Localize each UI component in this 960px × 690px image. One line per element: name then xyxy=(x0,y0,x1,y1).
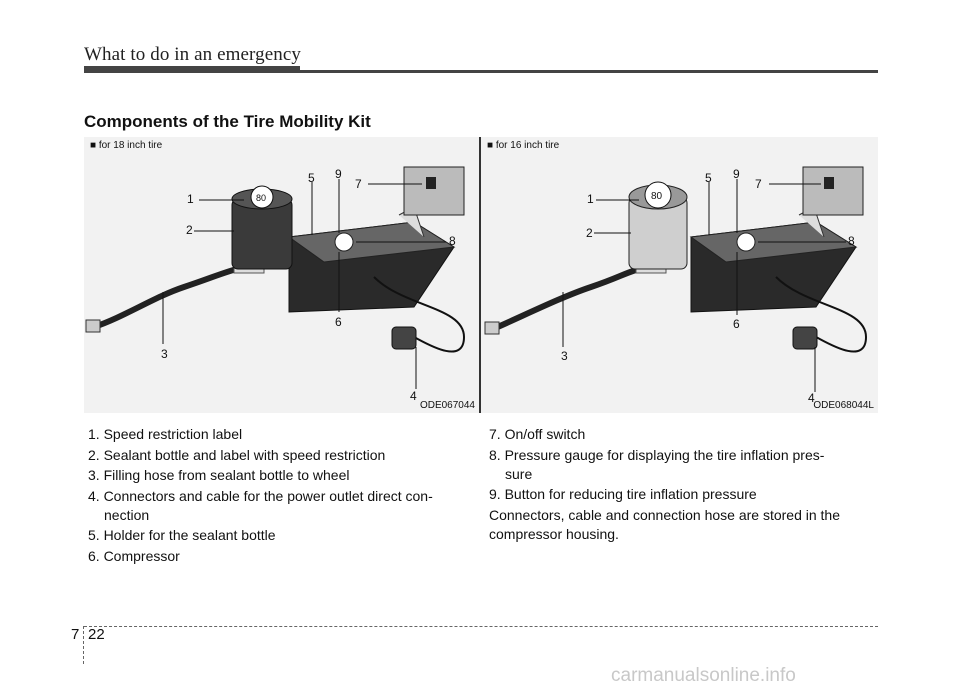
callout-5: 5 xyxy=(308,171,315,185)
callout-9: 9 xyxy=(335,167,342,181)
callout-4: 4 xyxy=(808,391,815,405)
list-item: 1. Speed restriction label xyxy=(88,425,473,444)
power-plug xyxy=(391,326,417,350)
section-title: What to do in an emergency xyxy=(84,44,301,65)
item-continuation: sure xyxy=(505,465,533,482)
components-list-left: 1. Speed restriction label 2. Sealant bo… xyxy=(88,425,473,567)
callout-6: 6 xyxy=(335,315,342,329)
callout-7: 7 xyxy=(755,177,762,191)
callout-8: 8 xyxy=(848,234,855,248)
callout-8: 8 xyxy=(449,234,456,248)
footer-rule xyxy=(84,626,878,627)
figure-tag: ■ for 16 inch tire xyxy=(487,140,560,151)
components-list-right: 7. On/off switch 8. Pressure gauge for d… xyxy=(489,425,879,545)
figure-18-inch: ■ for 18 inch tire ODE067044 80 1 xyxy=(84,137,479,413)
callout-5: 5 xyxy=(705,171,712,185)
components-heading: Components of the Tire Mobility Kit xyxy=(84,112,371,131)
callout-2: 2 xyxy=(586,226,593,240)
item-text: 7. On/off switch xyxy=(489,426,586,442)
item-text: 9. Button for reducing tire inflation pr… xyxy=(489,486,757,502)
filling-hose xyxy=(93,264,245,330)
item-text: 6. Compressor xyxy=(88,547,180,564)
item-text: Connectors, cable and connection hose ar… xyxy=(489,506,841,542)
callout-2: 2 xyxy=(186,223,193,237)
figure-divider xyxy=(479,137,481,413)
hose-fitting xyxy=(484,321,500,335)
item-text: 4. Connectors and cable for the power ou… xyxy=(88,487,433,504)
list-item: 9. Button for reducing tire inflation pr… xyxy=(489,485,879,504)
list-item: 5. Holder for the sealant bottle xyxy=(88,526,473,545)
header-tab xyxy=(84,66,300,73)
filling-hose xyxy=(491,264,647,332)
item-text: 2. Sealant bottle and label with speed r… xyxy=(88,446,386,463)
chapter-number: 7 xyxy=(71,626,80,643)
figure-code: ODE067044 xyxy=(419,400,475,411)
callout-1: 1 xyxy=(187,192,194,206)
list-item: 6. Compressor xyxy=(88,547,473,566)
list-item: 7. On/off switch xyxy=(489,425,879,444)
page-number: 22 xyxy=(88,626,105,643)
item-continuation: nection xyxy=(104,506,150,523)
figure-16-inch: ■ for 16 inch tire ODE068044L 80 1 2 3 4… xyxy=(481,137,878,413)
page-divider xyxy=(83,626,84,664)
kit-illustration: 80 xyxy=(85,166,466,389)
speed-dial-text: 80 xyxy=(256,193,266,203)
power-cable xyxy=(373,276,466,353)
power-plug xyxy=(792,326,818,350)
list-item: 2. Sealant bottle and label with speed r… xyxy=(88,446,473,465)
callout-4: 4 xyxy=(410,389,417,403)
storage-note: Connectors, cable and connection hose ar… xyxy=(489,506,879,544)
callout-9: 9 xyxy=(733,167,740,181)
header-rule xyxy=(84,70,878,73)
callout-7: 7 xyxy=(355,177,362,191)
pressure-gauge xyxy=(736,232,756,252)
switch-inset xyxy=(403,166,465,216)
callout-6: 6 xyxy=(733,317,740,331)
list-item: 4. Connectors and cable for the power ou… xyxy=(88,487,473,525)
watermark: carmanualsonline.info xyxy=(611,665,796,686)
on-off-switch xyxy=(426,177,436,189)
item-text: 3. Filling hose from sealant bottle to w… xyxy=(88,467,350,483)
kit-illustration: 80 xyxy=(484,166,868,392)
speed-dial xyxy=(250,185,274,209)
switch-inset xyxy=(802,166,864,216)
pressure-gauge xyxy=(334,232,354,252)
figure-code: ODE068044L xyxy=(813,400,874,411)
item-text: 5. Holder for the sealant bottle xyxy=(88,527,276,543)
callout-3: 3 xyxy=(561,349,568,363)
list-item: 8. Pressure gauge for displaying the tir… xyxy=(489,446,879,484)
callout-1: 1 xyxy=(587,192,594,206)
hose-fitting xyxy=(85,319,101,333)
speed-dial xyxy=(644,181,672,209)
item-text: 8. Pressure gauge for displaying the tir… xyxy=(489,446,825,463)
power-cable xyxy=(775,276,868,353)
item-text: 1. Speed restriction label xyxy=(88,426,243,442)
callout-3: 3 xyxy=(161,347,168,361)
speed-dial-text: 80 xyxy=(651,191,663,202)
figure-tag: ■ for 18 inch tire xyxy=(90,140,163,151)
on-off-switch xyxy=(824,177,834,189)
list-item: 3. Filling hose from sealant bottle to w… xyxy=(88,466,473,485)
